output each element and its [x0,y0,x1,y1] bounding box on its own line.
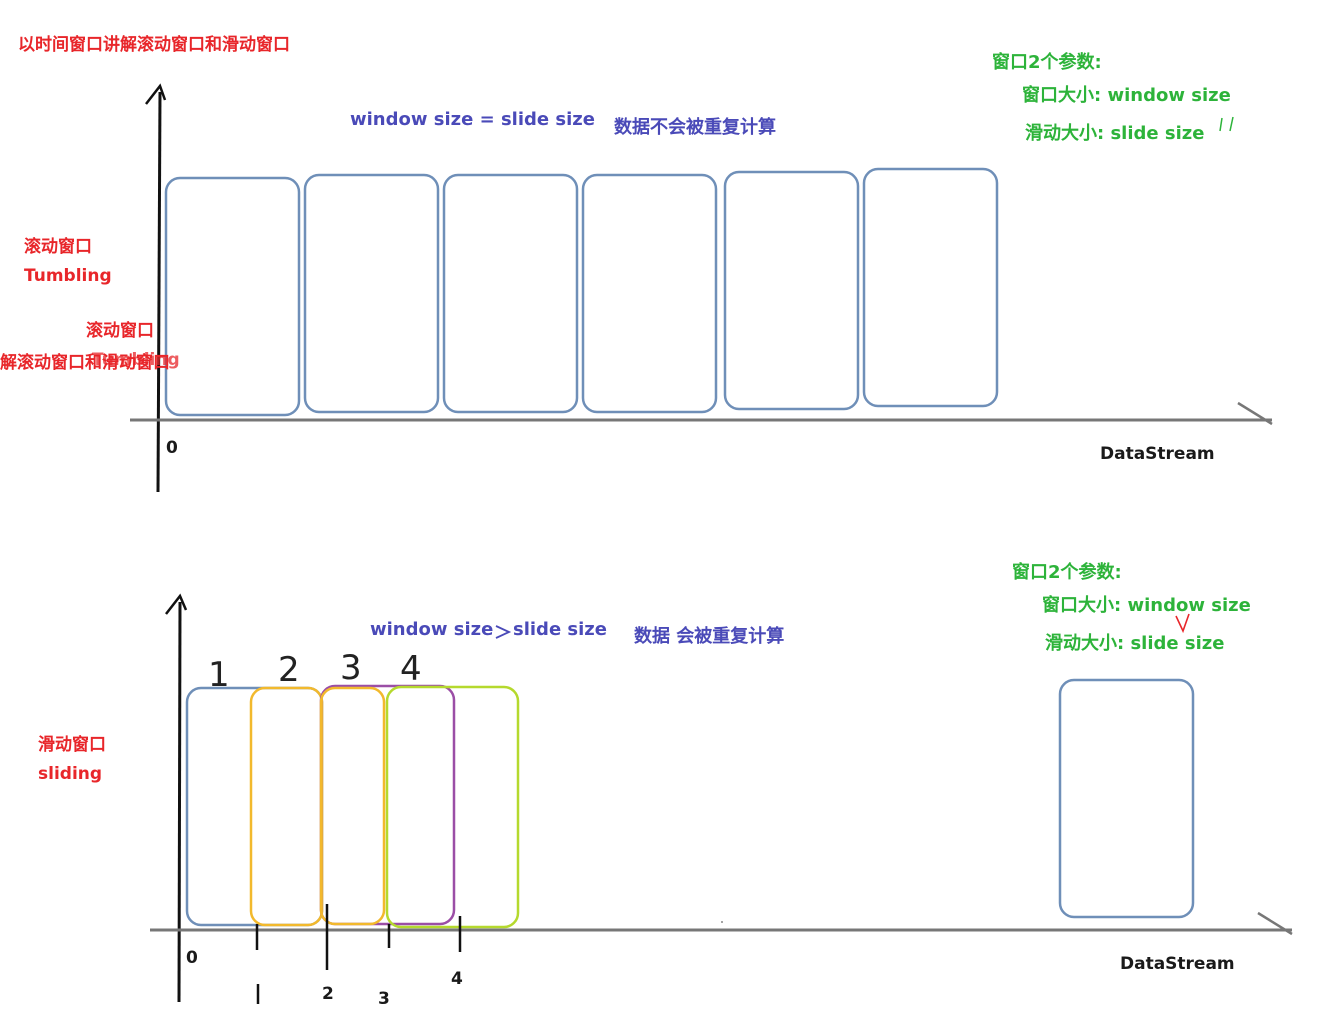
tumbling-note: 数据不会被重复计算 [614,117,776,138]
sliding-window-1 [185,686,324,927]
sliding-window-far [1058,678,1195,919]
tumbling-axis-label: DataStream [1100,444,1215,464]
tumbling-origin-label: 0 [166,438,178,458]
sliding-tick-label-4: 4 [451,969,463,989]
tumbling-param-window: 窗口大小: window size [1022,85,1231,106]
handwritten-check-mark-red [1175,613,1190,634]
page-title: 以时间窗口讲解滚动窗口和滑动窗口 [18,35,290,55]
tumbling-label-en: Tumbling [24,266,112,286]
hand-number-1: 1 [208,655,230,695]
sliding-formula-left: window size [370,619,494,640]
sliding-window-2 [249,686,324,927]
tumbling-y-axis [156,91,162,493]
sliding-origin-label: 0 [186,948,198,968]
tumbling-param-slide: 滑动大小: slide size [1025,123,1205,144]
sliding-y-axis [177,601,182,1003]
sliding-y-arrowhead [165,593,188,615]
hand-number-2: 2 [278,650,300,690]
greater-than-sign [495,625,512,639]
tumbling-y-arrowhead [145,83,167,105]
sliding-tick-label-3: 3 [378,989,390,1009]
sliding-label-en: sliding [38,764,103,784]
tumbling-label-cn: 滚动窗口 [24,237,92,257]
sliding-x-arrowhead [1257,911,1293,936]
sliding-param-slide: 滑动大小: slide size [1045,633,1225,654]
tumbling-x-arrowhead [1237,401,1273,426]
tumbling-window-2 [303,173,440,414]
tumbling-window-1 [164,176,301,417]
sliding-param-window: 窗口大小: window size [1042,595,1251,616]
tumbling-section [130,83,1273,493]
handwritten-check-mark [1219,116,1234,132]
tumbling-overlap-line: 解滚动窗口和滑动窗口 [0,353,170,373]
tumbling-window-5 [723,170,860,411]
sliding-window-2-overlap [319,686,386,926]
sliding-window-4 [385,685,520,929]
handwritten-numbers: 1 2 3 4 [208,648,422,695]
tumbling-params-title: 窗口2个参数: [992,52,1102,73]
hand-number-3: 3 [340,648,362,688]
sliding-tick-label-2: 2 [322,984,334,1004]
stray-dot [721,921,723,923]
tumbling-overlap-en: Tumbling [92,350,180,370]
sliding-formula-right: slide size [513,619,607,640]
sliding-note: 数据 会被重复计算 [634,626,785,647]
sliding-section [150,593,1293,1004]
hand-number-4: 4 [400,649,422,689]
tumbling-formula: window size = slide size [350,109,595,130]
sliding-axis-label: DataStream [1120,954,1235,974]
tumbling-window-3 [442,173,579,414]
sliding-label-cn: 滑动窗口 [38,735,106,755]
tumbling-window-4 [581,173,718,414]
tumbling-overlap-cn: 滚动窗口 [86,321,154,341]
tumbling-window-6 [862,167,999,408]
sliding-params-title: 窗口2个参数: [1012,562,1122,583]
